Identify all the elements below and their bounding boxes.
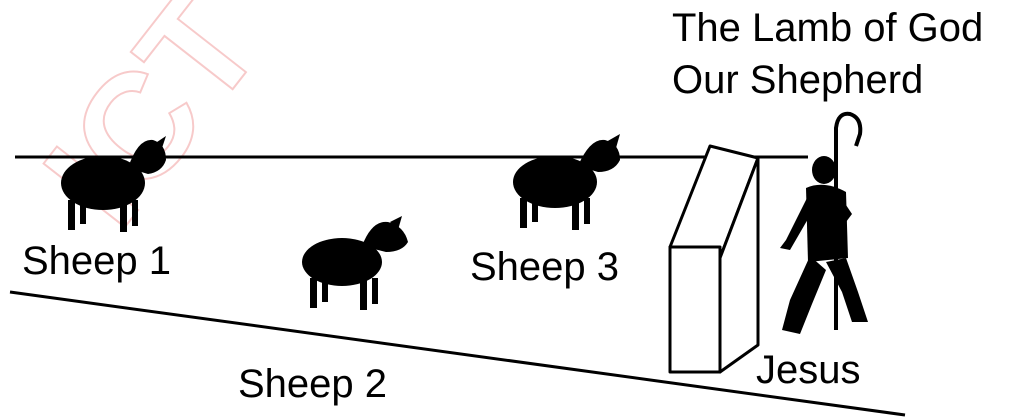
jesus-label: Jesus	[756, 348, 861, 392]
sheep-1-silhouette	[61, 136, 166, 232]
ground-line	[9, 290, 906, 417]
shepherd-staff	[834, 111, 863, 330]
sheep-2-silhouette	[302, 216, 408, 310]
jesus-figure	[780, 156, 868, 334]
sheep-3-label: Sheep 3	[470, 245, 620, 289]
sheep-2-label: Sheep 2	[238, 362, 388, 406]
title-line-1: The Lamb of God	[672, 6, 984, 50]
sheep-1-label: Sheep 1	[22, 239, 172, 283]
sheep-3-silhouette	[513, 134, 620, 230]
gate-block	[668, 144, 760, 374]
title-line-2: Our Shepherd	[672, 58, 924, 102]
